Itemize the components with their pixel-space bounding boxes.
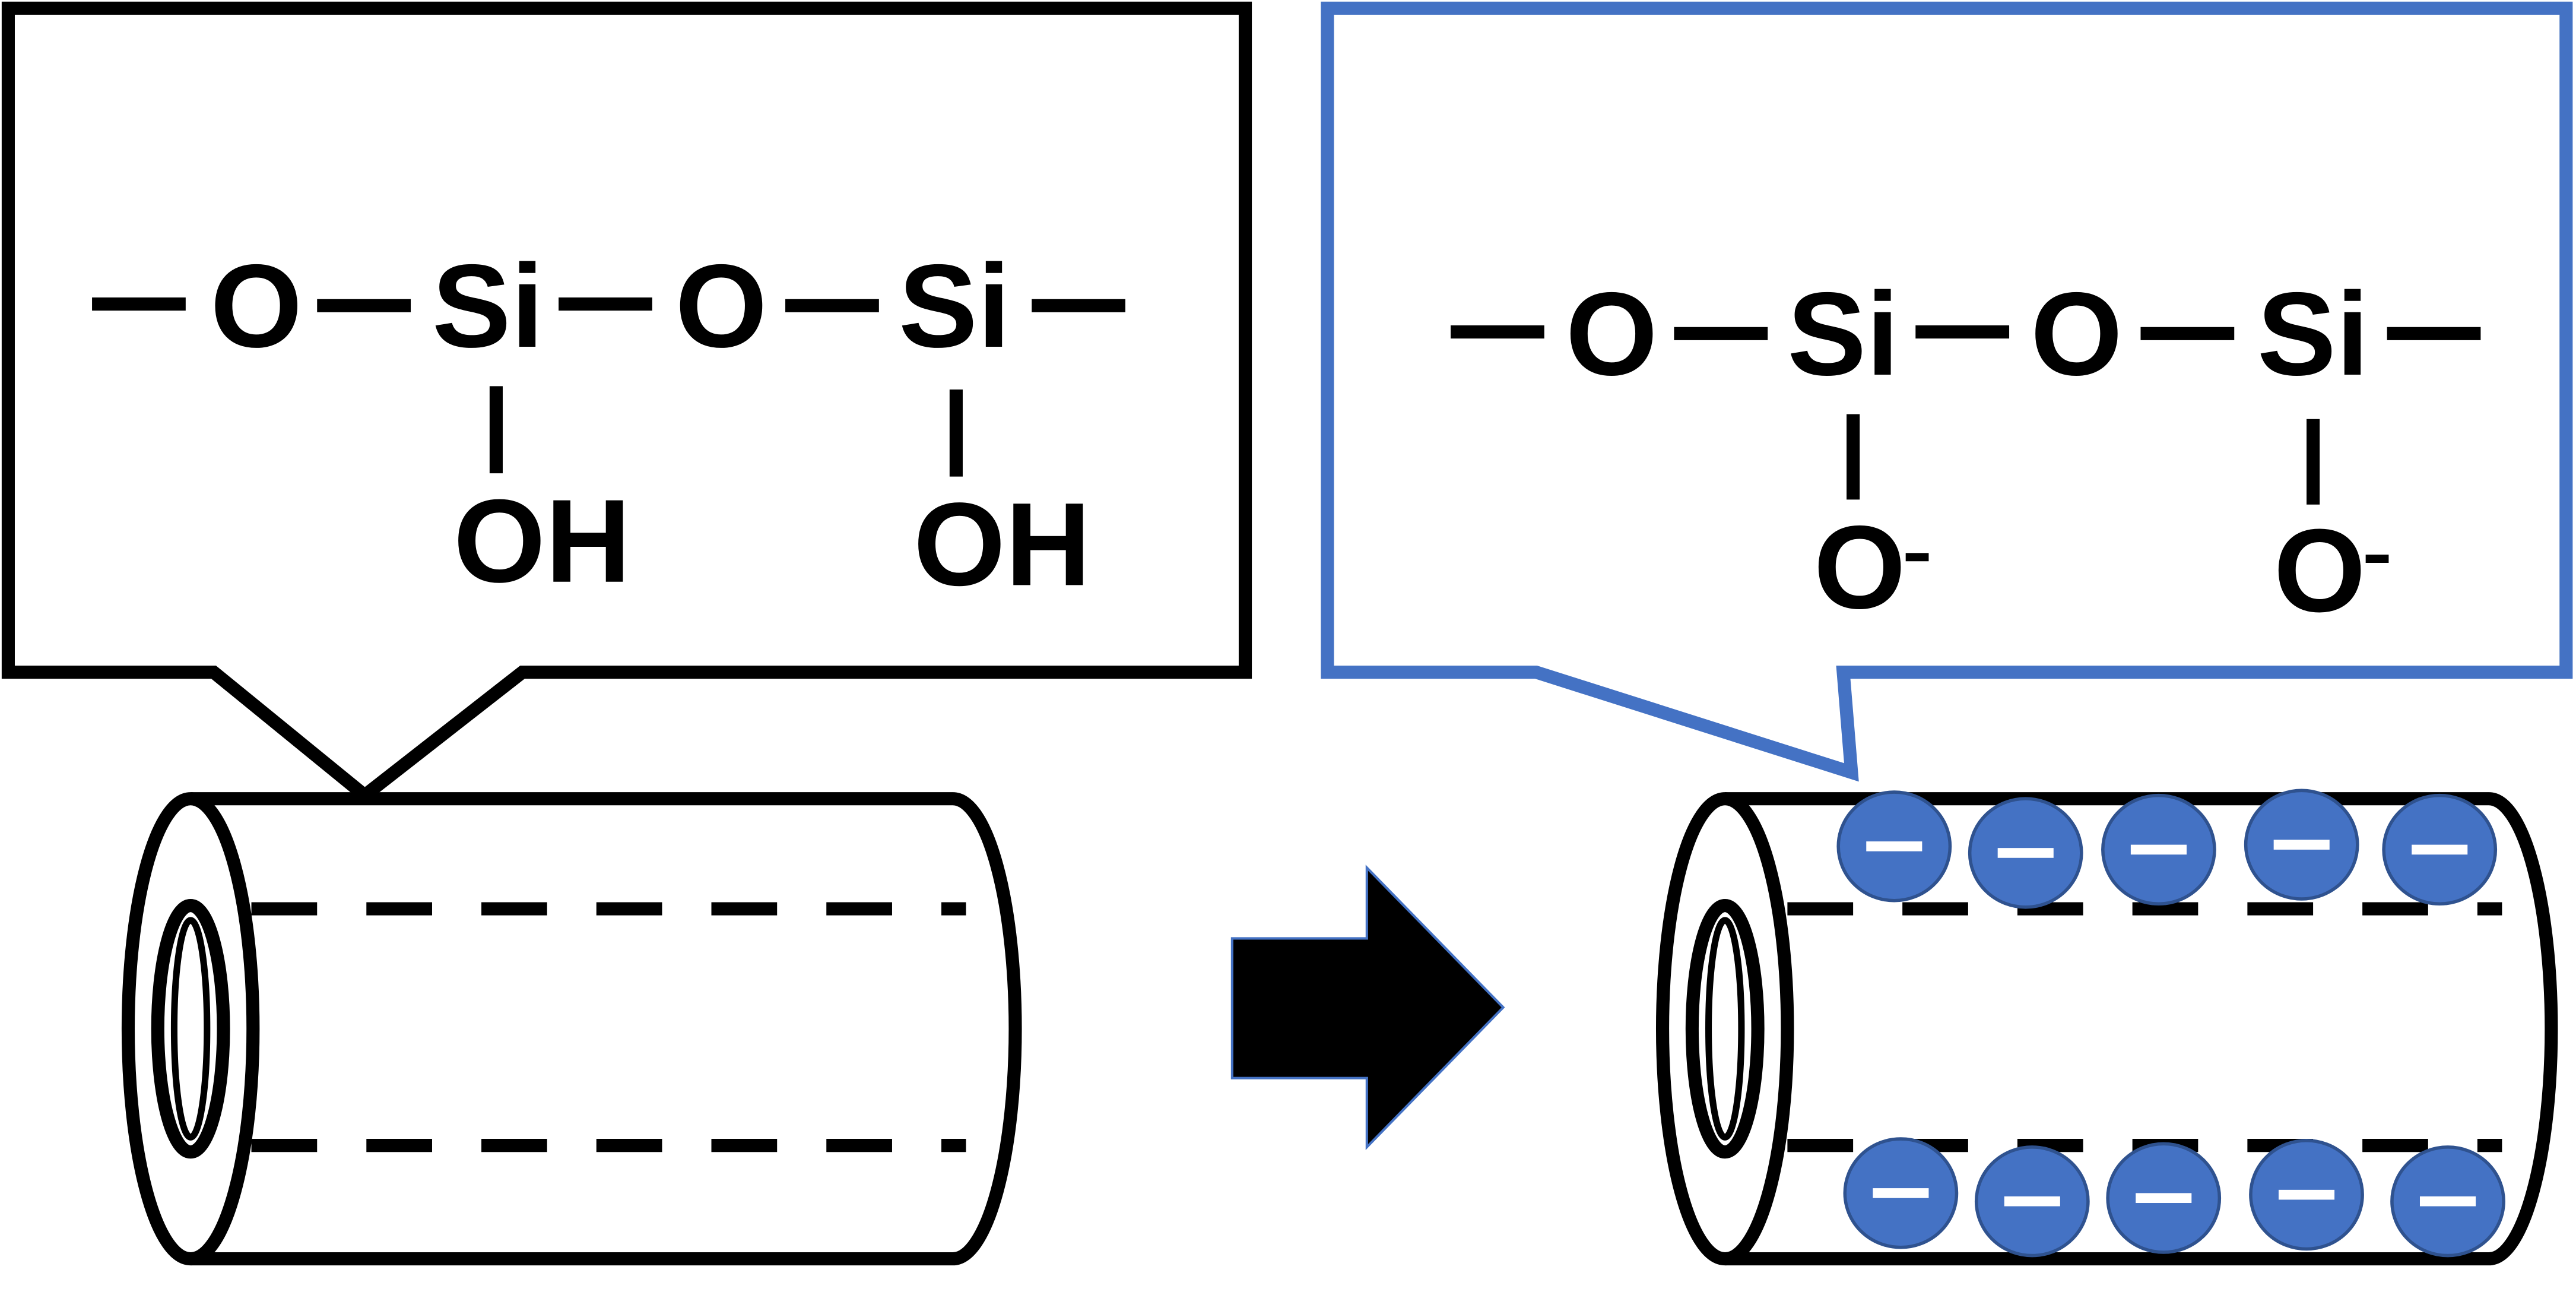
atom-silicon: Si (1787, 268, 1899, 400)
deprotonated-oxygen: O (1814, 502, 1906, 634)
atom-oxygen: O (210, 240, 302, 372)
minus-sign-icon (1873, 1188, 1929, 1198)
negative-charge (1843, 1137, 1959, 1249)
right-arrow-icon (1230, 865, 1505, 1150)
hydroxyl-group: OH (913, 479, 1091, 610)
left-structure (92, 297, 1125, 477)
deprotonated-oxygen: O (2274, 505, 2366, 637)
negative-charge (2382, 793, 2498, 906)
atom-silicon: Si (2257, 268, 2369, 400)
minus-sign-icon (2136, 1193, 2192, 1204)
right-structure (1451, 325, 2481, 563)
atom-oxygen: O (1566, 268, 1658, 400)
hydroxyl-group: OH (453, 476, 631, 607)
minus-sign-icon (2419, 1196, 2476, 1207)
negative-charge (2249, 1139, 2364, 1251)
minus-sign-icon (2412, 844, 2468, 855)
minus-sign-icon (2273, 840, 2330, 850)
negative-charge (1968, 797, 2083, 909)
negative-charge (1836, 790, 1952, 903)
left-callout-bubble (1, 1, 1252, 804)
negative-charges (1836, 789, 2505, 1258)
negative-charge (2390, 1145, 2505, 1258)
atom-oxygen: O (675, 240, 767, 372)
minus-sign-icon (1997, 848, 2054, 858)
minus-sign-icon (2278, 1189, 2335, 1200)
right-callout: O Si O Si O O (1321, 1, 2573, 782)
left-tube (121, 792, 1022, 1266)
negative-charge (2101, 793, 2216, 906)
minus-sign-icon (2004, 1196, 2060, 1207)
atom-oxygen: O (2031, 268, 2123, 400)
negative-charge (2244, 789, 2359, 901)
minus-sign-icon (2130, 844, 2187, 855)
negative-charge (2106, 1142, 2222, 1254)
atom-silicon: Si (899, 240, 1010, 372)
left-callout: O Si O Si OH OH (1, 1, 1252, 804)
minus-sign-icon (1866, 841, 1923, 851)
negative-charge (1974, 1145, 2090, 1258)
atom-silicon: Si (432, 240, 544, 372)
right-callout-bubble (1321, 1, 2573, 782)
